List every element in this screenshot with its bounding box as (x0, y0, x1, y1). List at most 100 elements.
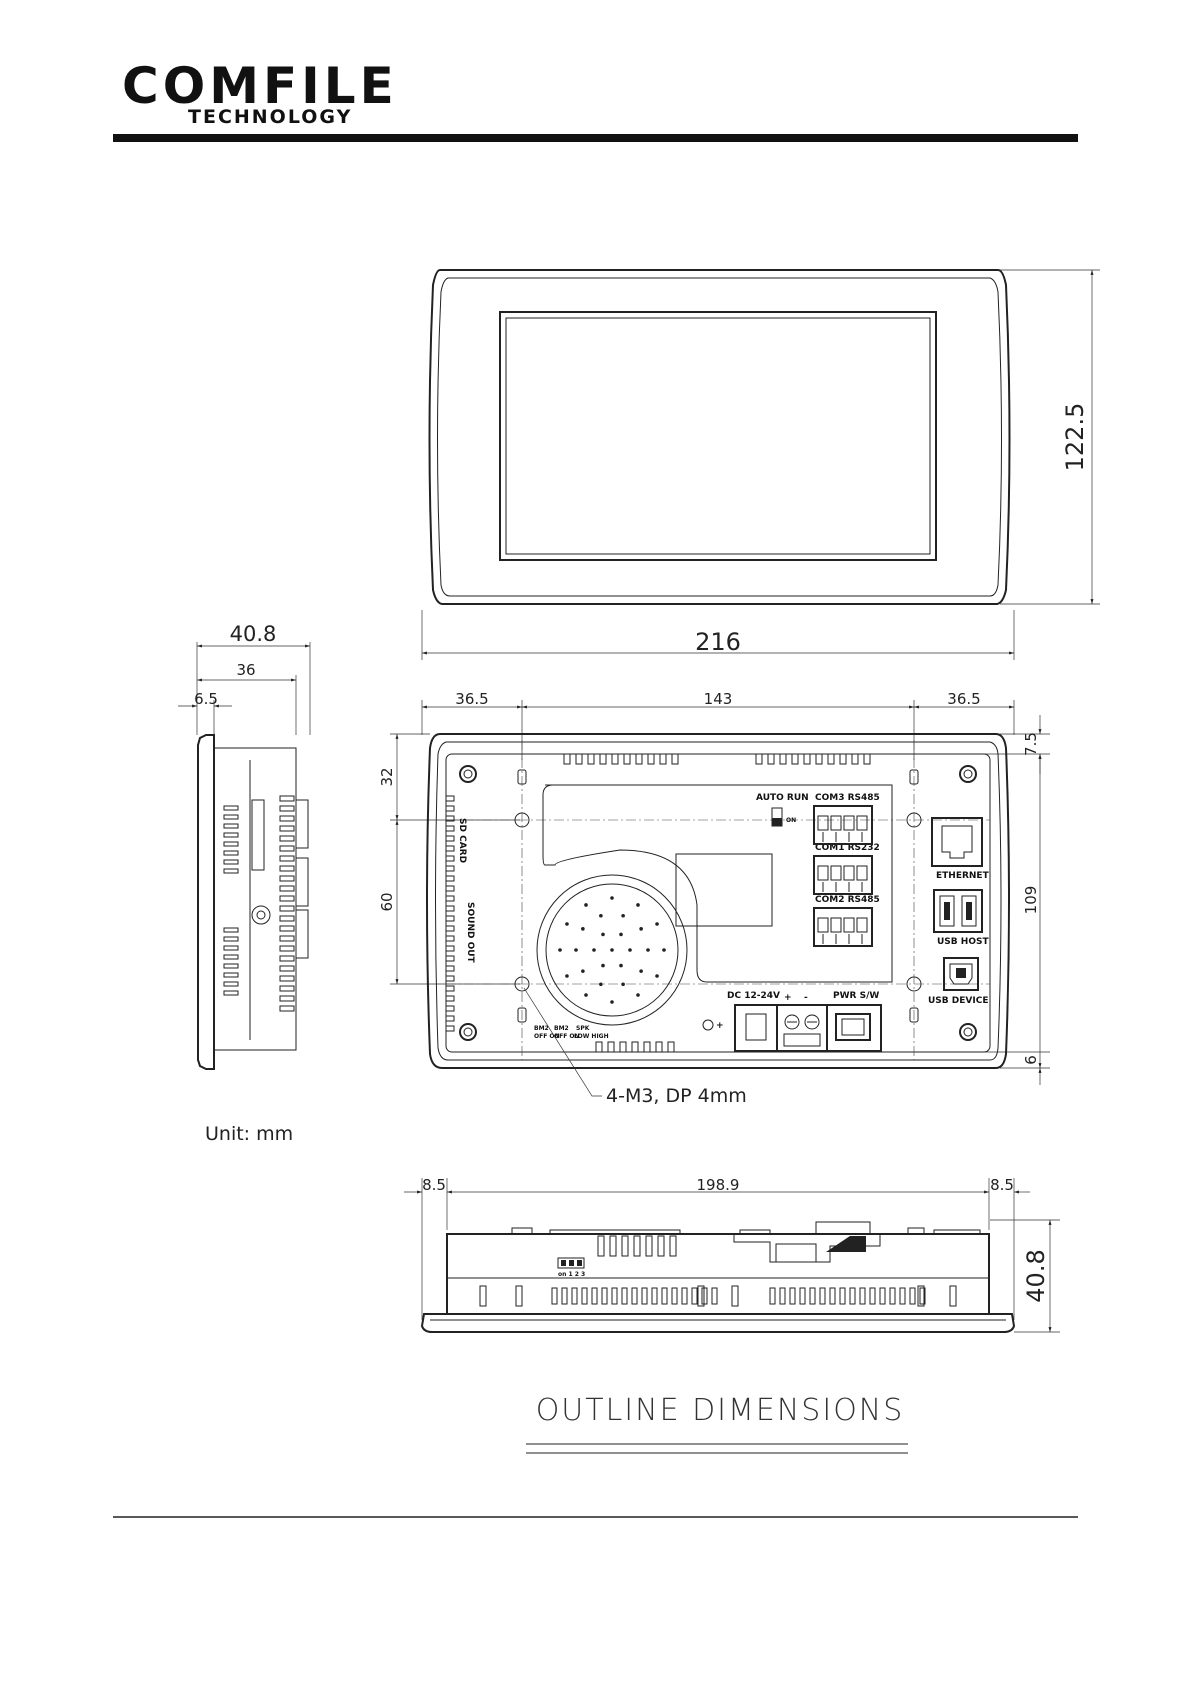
left-vent (446, 866, 454, 871)
bottom-vent (596, 1042, 602, 1052)
com2-label: COM2 RS485 (815, 895, 880, 905)
bottom-slot (910, 1288, 915, 1304)
side-fin (280, 826, 294, 831)
company-logo: COMFILE TECHNOLOGY (122, 57, 398, 128)
front-bezel-inner (438, 278, 1002, 596)
top-vent (672, 754, 678, 764)
side-fin (280, 976, 294, 981)
bottom-slot (480, 1286, 486, 1306)
top-vent (660, 754, 666, 764)
side-vent (224, 946, 238, 950)
bottom-slot (732, 1286, 738, 1306)
side-housing (214, 748, 296, 1050)
left-vent (446, 886, 454, 891)
bottom-slot (562, 1288, 567, 1304)
top-vent (588, 754, 594, 764)
speaker-hole (636, 993, 640, 997)
bottom-fin (610, 1236, 616, 1256)
bottom-slot (800, 1288, 805, 1304)
rear-recess (543, 785, 892, 982)
spk-label: SPK (576, 1025, 590, 1032)
side-fin (280, 856, 294, 861)
side-fin (280, 946, 294, 951)
terminal-screw (857, 918, 867, 932)
front-view: 216 122.5 (422, 270, 1100, 660)
left-vent (446, 986, 454, 991)
side-bezel: 6.5 (194, 690, 218, 708)
left-vent (446, 906, 454, 911)
bottom-slot (622, 1288, 627, 1304)
side-fin (280, 806, 294, 811)
speaker-hole (565, 922, 569, 926)
side-fin (280, 986, 294, 991)
rear-left-margin: 36.5 (455, 690, 488, 708)
top-vent (840, 754, 846, 764)
bottom-fin (658, 1236, 664, 1256)
side-vent (224, 964, 238, 968)
terminal-screw (831, 866, 841, 880)
top-vent (612, 754, 618, 764)
corner-screw (460, 766, 476, 782)
speaker-hole (558, 948, 562, 952)
speaker-hole (599, 914, 603, 918)
bottom-slot (516, 1286, 522, 1306)
speaker-hole (662, 948, 666, 952)
ethernet-port (932, 818, 982, 866)
bottom-slot (860, 1288, 865, 1304)
rear-bottom-offset: 6 (1022, 1055, 1040, 1065)
corner-screw (960, 1024, 976, 1040)
bottom-slot (602, 1288, 607, 1304)
bm2-label-a: BM2 (534, 1025, 549, 1032)
bottom-slot (582, 1288, 587, 1304)
dip-label: on 1 2 3 (558, 1271, 585, 1278)
bottom-slot (552, 1288, 557, 1304)
bottom-slot (880, 1288, 885, 1304)
side-fin (280, 926, 294, 931)
bm2-label-b: BM2 (554, 1025, 569, 1032)
bottom-slot (672, 1288, 677, 1304)
bottom-slot (770, 1288, 775, 1304)
rear-label-plate (676, 854, 772, 926)
left-vent (446, 1016, 454, 1021)
terminal-screw (831, 816, 841, 830)
rear-overall-height: 109 (1022, 886, 1040, 915)
speaker-hole (639, 927, 643, 931)
dc-jack (735, 1005, 777, 1051)
front-height-label: 122.5 (1061, 403, 1089, 472)
side-vent (224, 869, 238, 873)
side-vent (224, 806, 238, 810)
left-vent (446, 876, 454, 881)
terminal-screw (818, 816, 828, 830)
bottom-slot (918, 1286, 924, 1306)
terminal-screw (844, 816, 854, 830)
logo-sub-text: TECHNOLOGY (188, 106, 352, 128)
front-width-label: 216 (695, 628, 741, 656)
left-vent (446, 946, 454, 951)
bottom-slot (698, 1286, 704, 1306)
bottom-slot (642, 1288, 647, 1304)
auto-run-label: AUTO RUN (756, 793, 809, 803)
bottom-vent (608, 1042, 614, 1052)
left-vent (446, 916, 454, 921)
left-vent (446, 976, 454, 981)
top-vent (564, 754, 570, 764)
top-vent (864, 754, 870, 764)
left-vent (446, 926, 454, 931)
speaker-hole (646, 948, 650, 952)
left-vent (446, 796, 454, 801)
left-vent (446, 826, 454, 831)
pwr-label: PWR S/W (833, 991, 879, 1001)
side-fin (280, 956, 294, 961)
sd-card-label: SD CARD (457, 818, 467, 863)
side-vent (224, 851, 238, 855)
rear-top-vents (564, 754, 870, 764)
mount-note: 4-M3, DP 4mm (606, 1085, 747, 1107)
header-rule (113, 134, 1078, 142)
bottom-slot (890, 1288, 895, 1304)
dc-label: DC 12-24V (727, 991, 780, 1001)
speaker-hole (619, 933, 623, 937)
rear-right-margin: 36.5 (947, 690, 980, 708)
speaker-hole (581, 927, 585, 931)
rear-panel (446, 754, 990, 1052)
rear-left-upper: 32 (378, 767, 396, 786)
